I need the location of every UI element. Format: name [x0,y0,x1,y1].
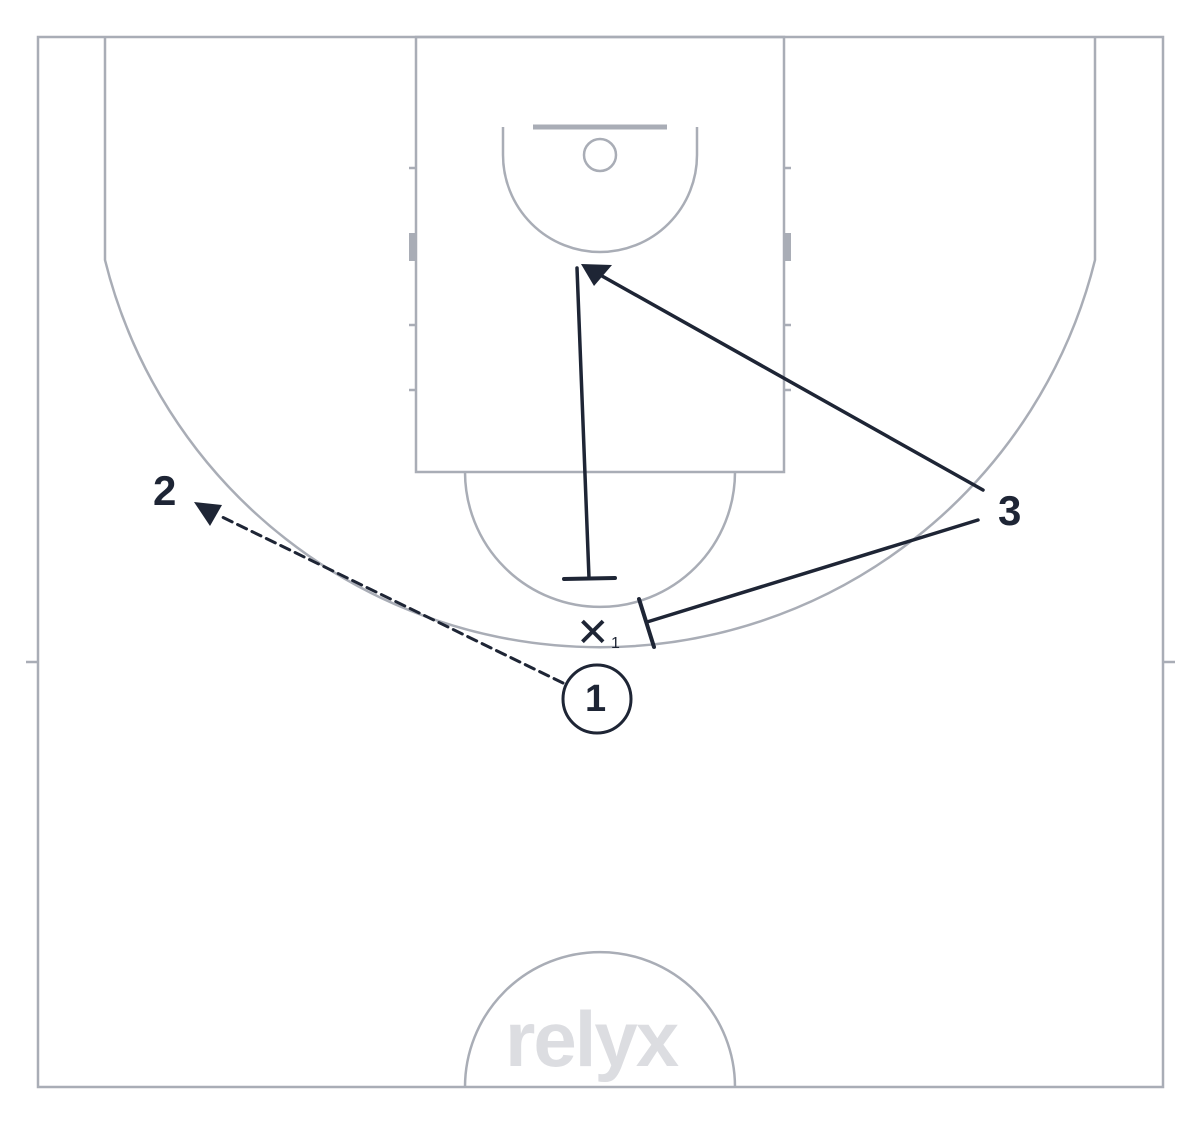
three-point-line [103,37,1097,649]
pass-arrowhead [194,502,222,526]
cut-line [600,274,985,492]
screen-bar-right [637,597,656,649]
player-3-label: 3 [998,487,1022,534]
restricted-area [501,127,699,254]
play-actions [216,266,985,685]
free-throw-circle [463,471,737,609]
player-1-label: 1 [585,678,607,720]
cut-arrowhead [581,264,612,286]
player-2-label: 2 [153,467,177,514]
screen-line-right [645,518,980,624]
player-1-circle [561,663,633,735]
screen-line-vertical [575,266,591,580]
court-boundary [36,35,1165,1089]
screen-bar-vertical [562,576,617,581]
lane-block-left [409,233,416,261]
pass-line [216,513,565,685]
defender-subscript: 1 [611,635,620,652]
defender-x-icon: ✕ [576,610,610,656]
relyx-watermark: relyx [505,995,679,1083]
rim [582,137,618,173]
center-circle [463,950,737,1088]
court-lines [26,35,1175,1089]
paint [414,35,786,474]
lane-block-right [784,233,791,261]
